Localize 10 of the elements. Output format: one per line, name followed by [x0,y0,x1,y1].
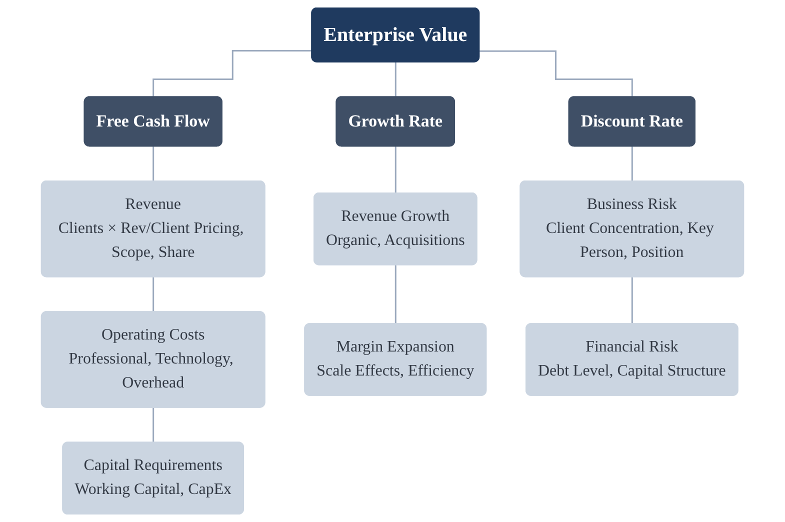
connector [631,146,634,182]
connector [152,146,154,182]
connector [480,50,634,98]
connector [394,264,397,325]
connector [394,146,397,194]
connector [631,276,634,325]
connector [152,276,154,313]
connector [394,62,397,98]
connector [152,407,154,444]
connector [152,50,312,98]
